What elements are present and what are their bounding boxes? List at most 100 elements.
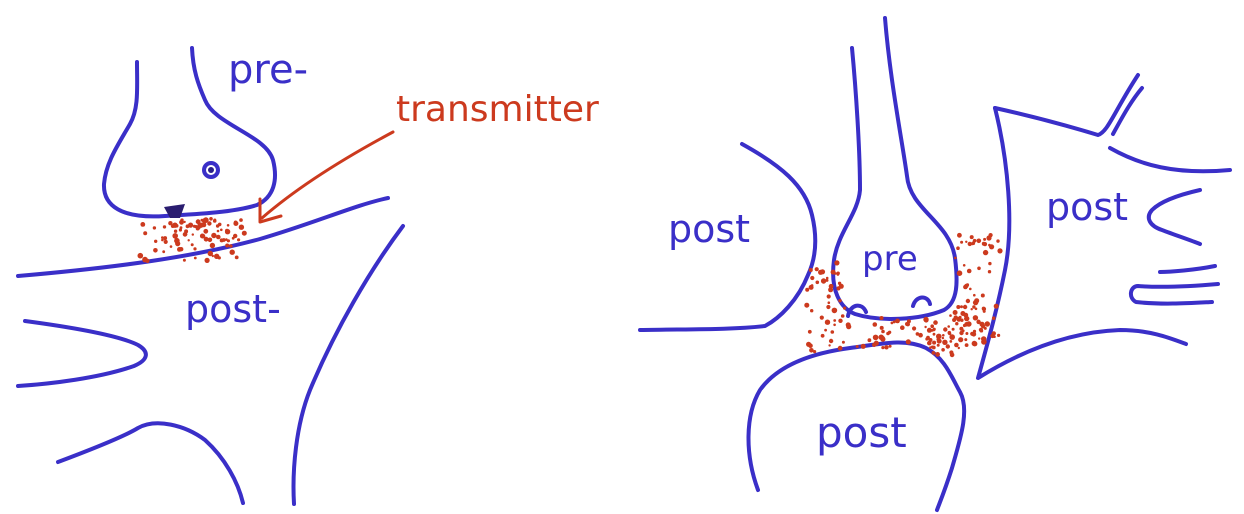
transmitter-speck — [932, 351, 936, 355]
right-post-right-label: post — [1046, 188, 1128, 226]
transmitter-speck — [924, 318, 929, 323]
left-post-label: post- — [185, 290, 281, 328]
transmitter-speck — [959, 327, 963, 331]
transmitter-speck — [174, 230, 177, 233]
right-post-right-cell-wall — [978, 108, 1186, 378]
transmitter-speck — [958, 337, 963, 342]
left-post-process-lower — [58, 423, 243, 503]
transmitter-speck — [996, 239, 999, 242]
transmitter-speck — [172, 233, 178, 239]
transmitter-speck — [895, 319, 900, 324]
transmitter-speck — [154, 240, 157, 243]
transmitter-speck — [821, 278, 826, 283]
transmitter-speck — [925, 337, 928, 340]
transmitter-speck — [218, 256, 221, 259]
transmitter-speck — [960, 305, 963, 308]
transmitter-speck — [841, 314, 845, 318]
transmitter-speck — [997, 248, 1002, 253]
transmitter-speck — [810, 309, 813, 312]
transmitter-speck — [924, 326, 926, 328]
transmitter-speck — [893, 320, 896, 323]
transmitter-speck — [977, 267, 981, 271]
transmitter-speck — [930, 324, 934, 328]
transmitter-speck — [992, 331, 996, 335]
transmitter-speck — [842, 341, 845, 344]
transmitter-speck — [824, 329, 827, 332]
transmitter-speck — [973, 239, 977, 243]
transmitter-speck — [838, 299, 841, 302]
transmitter-speck — [943, 327, 947, 331]
transmitter-speck — [889, 345, 892, 348]
transmitter-speck — [972, 305, 975, 308]
transmitter-speck — [970, 332, 974, 336]
transmitter-speck — [906, 339, 911, 344]
transmitter-speck — [826, 279, 829, 282]
transmitter-speck — [881, 346, 884, 349]
transmitter-speck — [825, 320, 830, 325]
transmitter-speck — [225, 229, 230, 234]
right-release-site-2 — [913, 297, 930, 306]
transmitter-speck — [983, 250, 988, 255]
transmitter-speck — [210, 243, 215, 248]
transmitter-speck — [881, 330, 885, 334]
right-post-right-dendrite-2 — [1160, 266, 1215, 272]
transmitter-speck — [933, 320, 938, 325]
transmitter-speck — [193, 225, 196, 228]
transmitter-speck — [973, 315, 978, 320]
transmitter-speck — [827, 294, 831, 298]
transmitter-speck — [229, 244, 233, 248]
transmitter-speck — [972, 341, 977, 346]
transmitter-speck — [918, 333, 923, 338]
transmitter-speck — [963, 285, 968, 290]
transmitter-speck — [829, 339, 833, 343]
transmitter-speck — [211, 233, 216, 238]
transmitter-speck — [183, 259, 186, 262]
transmitter-speck — [161, 239, 164, 242]
transmitter-speck — [209, 217, 213, 221]
transmitter-speck — [985, 321, 990, 326]
transmitter-speck — [933, 328, 936, 331]
transmitter-speck — [233, 221, 238, 226]
transmitter-speck — [964, 322, 969, 327]
transmitter-speck — [145, 259, 149, 263]
transmitter-speck — [905, 322, 909, 326]
transmitter-speck — [212, 255, 214, 257]
transmitter-speck — [971, 308, 973, 310]
transmitter-speck — [950, 353, 955, 358]
transmitter-speck — [170, 245, 173, 248]
transmitter-speck — [988, 270, 991, 273]
transmitter-speck — [821, 334, 825, 338]
transmitter-speck — [935, 352, 940, 357]
transmitter-speck — [960, 311, 965, 316]
transmitter-speck — [180, 226, 183, 229]
transmitter-speck — [954, 257, 957, 260]
transmitter-speck — [994, 304, 999, 309]
transmitter-speck — [900, 325, 905, 330]
transmitter-speck — [861, 344, 866, 349]
transmitter-speck — [193, 247, 196, 250]
transmitter-speck — [942, 334, 945, 337]
transmitter-speck — [808, 330, 812, 334]
transmitter-speck — [838, 319, 842, 323]
left-post-process-upper — [18, 321, 146, 386]
transmitter-speck — [856, 345, 859, 348]
transmitter-speck — [873, 322, 878, 327]
transmitter-speck — [161, 236, 164, 239]
transmitter-speck — [831, 330, 835, 334]
transmitter-speck — [997, 334, 1000, 337]
transmitter-speck — [965, 332, 968, 335]
transmitter-speck — [838, 346, 843, 351]
transmitter-speck — [954, 315, 958, 319]
transmitter-speck — [831, 270, 836, 275]
left-pre-label: pre- — [228, 50, 308, 90]
right-post-bottom-label: post — [816, 412, 907, 454]
transmitter-speck — [873, 335, 879, 341]
transmitter-speck — [198, 223, 203, 228]
transmitter-label: transmitter — [396, 92, 599, 128]
transmitter-speck — [981, 339, 987, 345]
transmitter-speck — [235, 256, 239, 260]
transmitter-speck — [237, 238, 240, 241]
transmitter-speck — [846, 324, 851, 329]
transmitter-speck — [836, 272, 840, 276]
right-synapse — [640, 18, 1230, 510]
